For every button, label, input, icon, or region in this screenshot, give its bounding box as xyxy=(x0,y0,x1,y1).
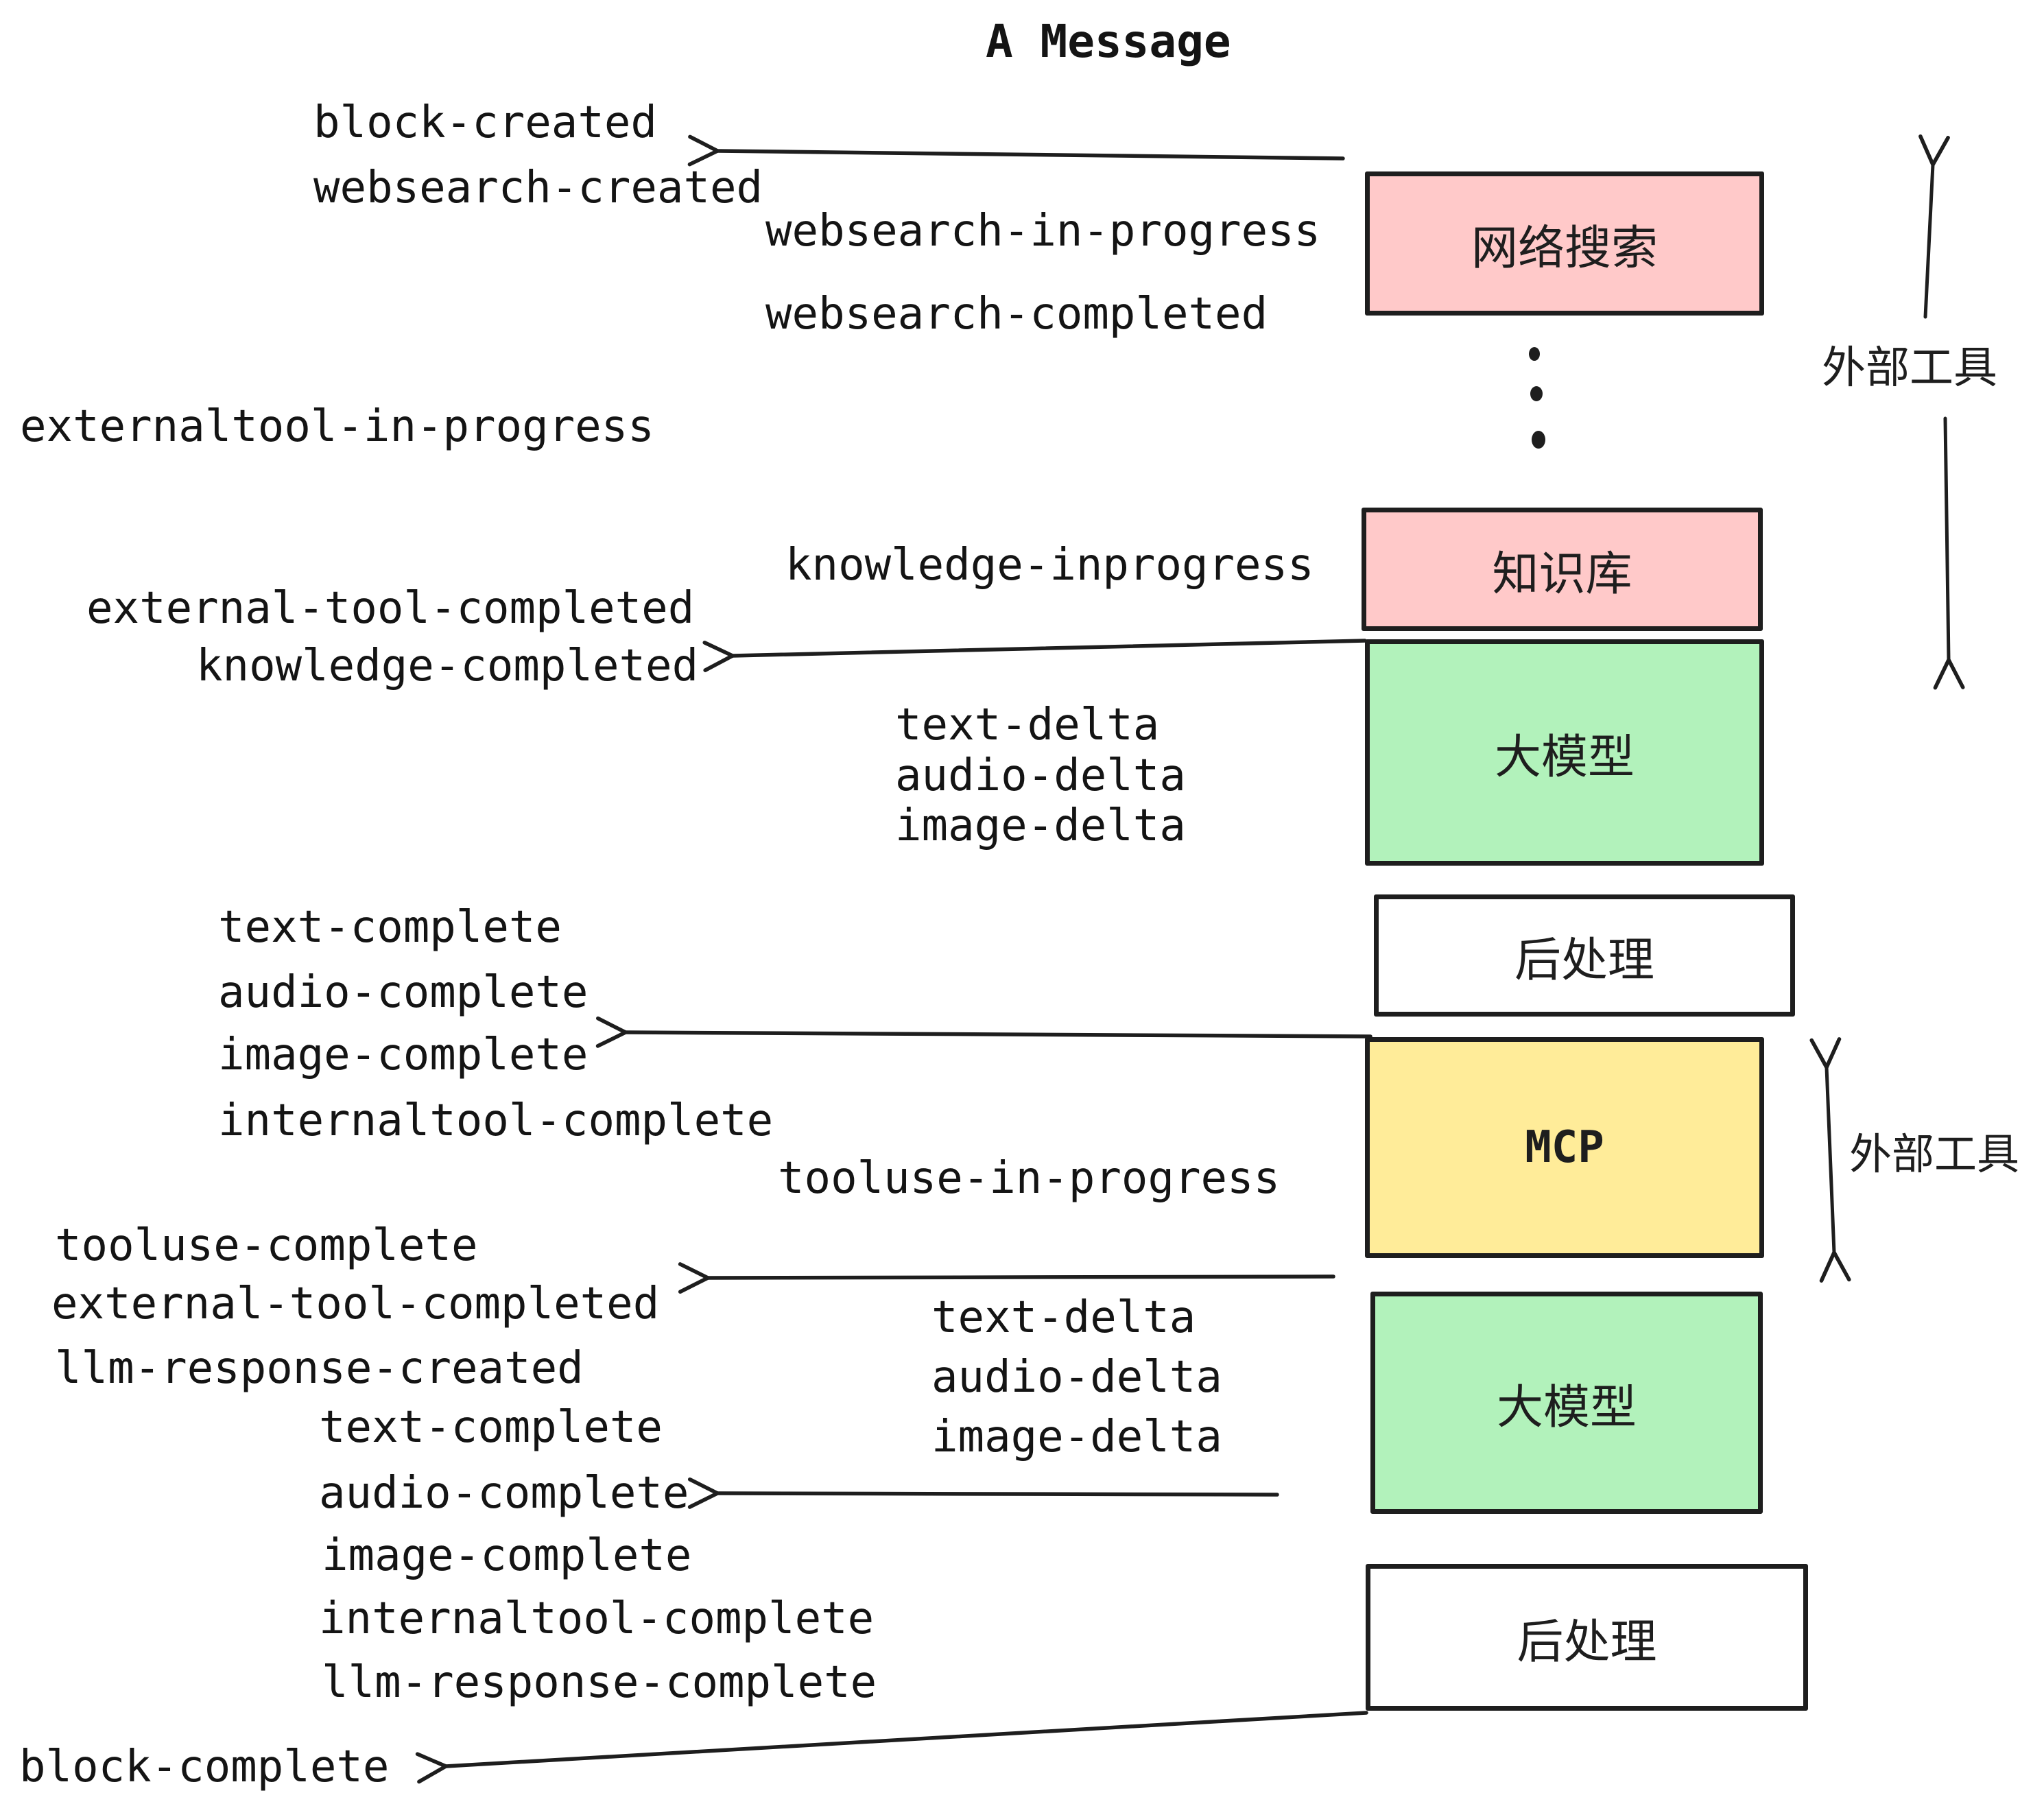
event-block-complete: block-complete xyxy=(19,1742,390,1792)
event-image-complete-1: image-complete xyxy=(218,1030,589,1080)
box-post-processing-1: 后处理 xyxy=(1374,894,1795,1017)
event-audio-delta-2: audio-delta xyxy=(931,1352,1222,1403)
event-tooluse-in-progress: tooluse-in-progress xyxy=(778,1153,1281,1204)
box-post-processing-1-label: 后处理 xyxy=(1514,933,1654,988)
box-mcp-label: MCP xyxy=(1525,1122,1604,1173)
box-post-processing-2: 后处理 xyxy=(1366,1564,1808,1711)
event-text-complete-1: text-complete xyxy=(218,902,562,953)
event-externaltool-in-progress: externaltool-in-progress xyxy=(20,401,654,452)
box-llm-2-label: 大模型 xyxy=(1496,1380,1637,1435)
vertical-ellipsis-dots xyxy=(1529,347,1545,449)
box-llm-2: 大模型 xyxy=(1370,1292,1763,1514)
event-websearch-in-progress: websearch-in-progress xyxy=(765,206,1321,257)
box-websearch-label: 网络搜索 xyxy=(1471,221,1658,276)
event-internaltool-complete-2: internaltool-complete xyxy=(319,1593,875,1644)
box-knowledge: 知识库 xyxy=(1362,508,1763,631)
external-tools-label-mcp: 外部工具 xyxy=(1849,1129,2020,1179)
box-websearch: 网络搜索 xyxy=(1365,171,1764,316)
event-text-delta-2: text-delta xyxy=(931,1292,1196,1343)
event-audio-complete-1: audio-complete xyxy=(218,967,589,1018)
event-llm-response-created: llm-response-created xyxy=(55,1343,584,1394)
box-mcp: MCP xyxy=(1365,1037,1764,1258)
event-knowledge-inprogress: knowledge-inprogress xyxy=(785,540,1314,591)
arrow-to-knowledge-completed xyxy=(702,639,1367,672)
event-llm-response-complete: llm-response-complete xyxy=(322,1657,877,1708)
event-block-created: block-created xyxy=(313,97,657,148)
event-text-delta-1: text-delta xyxy=(895,700,1160,750)
event-text-complete-2: text-complete xyxy=(319,1402,663,1453)
event-image-delta-1: image-delta xyxy=(895,800,1186,851)
external-tools-up-arrow xyxy=(1918,134,1950,319)
external-tools-down-arrow xyxy=(1933,416,1965,690)
event-image-complete-2: image-complete xyxy=(322,1530,692,1581)
event-audio-delta-1: audio-delta xyxy=(895,750,1186,801)
arrow-to-image-complete xyxy=(595,1016,1372,1048)
arrow-to-block-complete xyxy=(415,1711,1368,1784)
arrow-to-audio-complete xyxy=(687,1477,1279,1509)
mcp-external-tools-double-arrow xyxy=(1809,1037,1851,1283)
arrow-to-block-created xyxy=(687,134,1345,167)
event-websearch-created: websearch-created xyxy=(313,163,763,213)
event-tooluse-complete: tooluse-complete xyxy=(55,1220,478,1271)
arrow-to-tooluse-complete xyxy=(678,1262,1335,1294)
event-audio-complete-2: audio-complete xyxy=(319,1468,689,1519)
event-knowledge-completed: knowledge-completed xyxy=(196,641,699,691)
event-external-tool-completed: external-tool-completed xyxy=(86,583,695,634)
event-websearch-completed: websearch-completed xyxy=(765,289,1268,340)
event-image-delta-2: image-delta xyxy=(931,1412,1222,1462)
event-external-tool-completed-2: external-tool-completed xyxy=(51,1279,660,1329)
external-tools-label-top: 外部工具 xyxy=(1822,343,1997,394)
diagram-title: A Message xyxy=(986,15,1231,68)
event-internaltool-complete-1: internaltool-complete xyxy=(218,1095,774,1146)
box-llm-1: 大模型 xyxy=(1365,639,1764,866)
box-post-processing-2-label: 后处理 xyxy=(1517,1615,1657,1670)
box-llm-1-label: 大模型 xyxy=(1494,730,1635,785)
box-knowledge-label: 知识库 xyxy=(1492,547,1632,602)
